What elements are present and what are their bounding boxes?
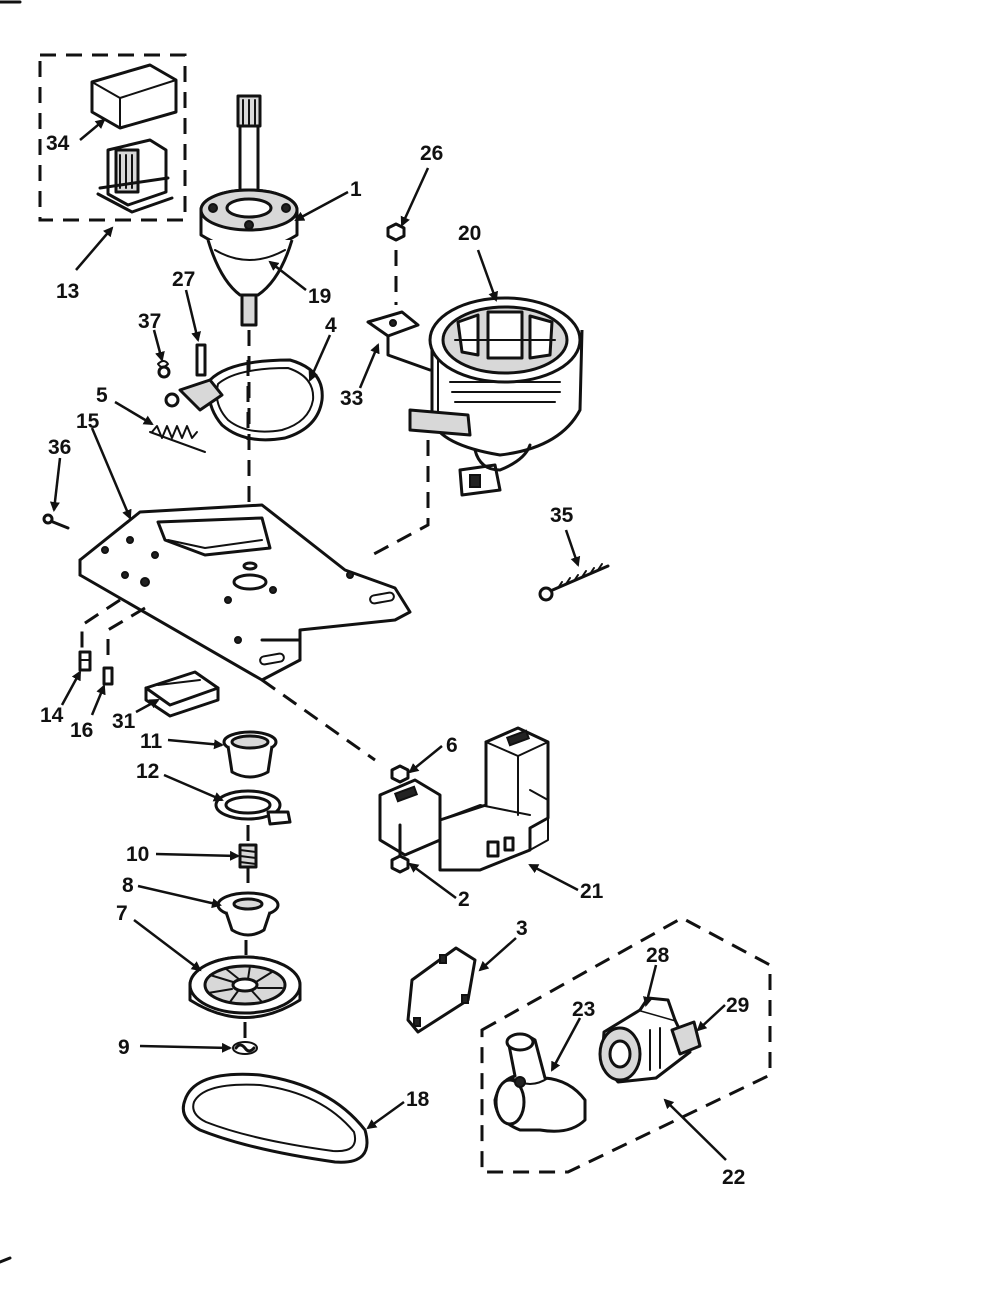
part-9-clip xyxy=(232,1041,258,1055)
callout-11: 11 xyxy=(140,730,163,753)
part-14-alignment xyxy=(80,598,121,650)
callout-27: 27 xyxy=(172,268,195,291)
part-11-bushing xyxy=(222,730,278,779)
part-20-motor xyxy=(408,296,584,497)
part-15-base-plate xyxy=(78,503,412,682)
part-35-bolt xyxy=(538,563,610,602)
callout-21: 21 xyxy=(580,880,604,903)
pump-alignment-line xyxy=(261,678,376,762)
part-7-pulley xyxy=(188,955,302,1019)
callout-18: 18 xyxy=(406,1088,430,1111)
part-8-hub xyxy=(216,891,280,937)
part-19-gearcase xyxy=(206,239,294,297)
part-26-nut xyxy=(386,222,406,305)
callout-4: 4 xyxy=(325,314,337,337)
part-3-gasket xyxy=(406,946,477,1034)
callout-23: 23 xyxy=(572,998,595,1021)
part-29-terminal xyxy=(670,1020,702,1056)
part-16-screw xyxy=(102,666,114,686)
leader-lines xyxy=(49,118,727,1161)
callout-22: 22 xyxy=(722,1166,745,1189)
part-1-transmission xyxy=(199,94,299,545)
bottom-edge-mark xyxy=(0,1256,12,1264)
motor-alignment-line xyxy=(371,440,430,557)
callout-37: 37 xyxy=(138,310,161,333)
part-33-bracket xyxy=(366,310,432,372)
part-37-clip xyxy=(157,360,171,379)
part-4-brake-band xyxy=(164,358,324,442)
callout-6: 6 xyxy=(446,734,458,757)
brake-bracket xyxy=(178,378,224,412)
part-34-cover xyxy=(90,63,178,130)
callout-12: 12 xyxy=(136,760,159,783)
callout-16: 16 xyxy=(70,719,93,742)
callout-2: 2 xyxy=(458,888,470,911)
callout-31: 31 xyxy=(112,710,136,733)
callout-35: 35 xyxy=(550,504,574,527)
part-21-pump xyxy=(378,726,550,872)
callout-19: 19 xyxy=(308,285,331,308)
part-6-nut xyxy=(390,764,410,784)
callout-34: 34 xyxy=(46,132,70,155)
part-23-pump-housing xyxy=(493,1032,587,1133)
callout-36: 36 xyxy=(48,436,71,459)
callout-8: 8 xyxy=(122,874,134,897)
callout-29: 29 xyxy=(726,994,749,1017)
part-10-spring xyxy=(238,843,258,869)
callout-28: 28 xyxy=(646,944,670,967)
lower-shaft xyxy=(240,293,258,327)
callout-13: 13 xyxy=(56,280,79,303)
part-13-assembly xyxy=(38,53,187,222)
callout-3: 3 xyxy=(516,917,528,940)
part-28-motor xyxy=(598,996,692,1084)
callout-26: 26 xyxy=(420,142,443,165)
part-36-screw xyxy=(42,513,70,530)
part-12-ring xyxy=(214,789,292,826)
part-18-belt xyxy=(181,1072,369,1164)
part-2-nut xyxy=(390,854,410,874)
callout-labels: 34 13 1 19 27 37 4 5 15 36 26 20 33 35 1… xyxy=(40,132,749,1189)
part-5-spring xyxy=(149,425,206,453)
callout-15: 15 xyxy=(76,410,100,433)
part-27-pin xyxy=(195,343,207,377)
callout-14: 14 xyxy=(40,704,64,727)
part-14-screw xyxy=(78,650,92,672)
callout-1: 1 xyxy=(350,178,362,201)
callout-20: 20 xyxy=(458,222,481,245)
callout-7: 7 xyxy=(116,902,128,925)
part-16-alignment xyxy=(106,606,146,665)
callout-9: 9 xyxy=(118,1036,130,1059)
motor-mount xyxy=(408,408,472,437)
callout-5: 5 xyxy=(96,384,108,407)
callout-10: 10 xyxy=(126,843,149,866)
callout-33: 33 xyxy=(340,387,363,410)
part-31-bracket xyxy=(144,670,220,718)
